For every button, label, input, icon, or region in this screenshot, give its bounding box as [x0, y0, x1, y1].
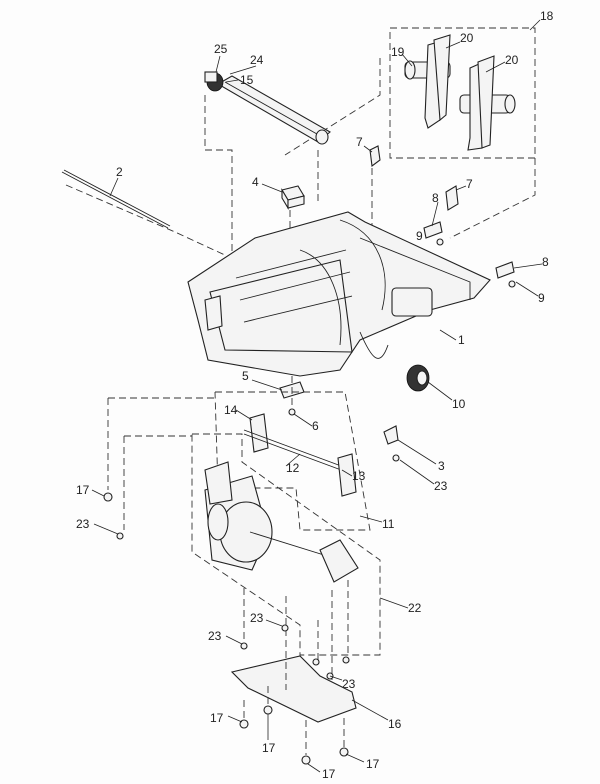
callout-6: 6 [312, 419, 319, 433]
screw-17-left [103, 492, 113, 502]
part-13-bracket [337, 453, 357, 497]
screw-23-c [342, 656, 350, 664]
callout-8-left: 8 [432, 191, 439, 205]
rail-rod [61, 169, 171, 229]
part-23-screw-near-3 [392, 454, 400, 462]
part-9-screw-left [436, 238, 444, 246]
screw-23-lower-left [240, 642, 248, 650]
callout-3: 3 [438, 459, 445, 473]
callout-7-right: 7 [466, 177, 473, 191]
media-holder-left [404, 34, 451, 129]
callout-14: 14 [224, 403, 238, 417]
part-7-clip-right [445, 185, 459, 211]
callout-17-right: 17 [366, 757, 380, 771]
motor-assembly-22-box [191, 433, 381, 656]
callout-13: 13 [352, 469, 366, 483]
part-8-spring-left [423, 221, 443, 239]
bottom-plate [230, 655, 357, 723]
screw-23-mid [281, 624, 289, 632]
callout-25: 25 [214, 42, 228, 56]
motor-assembly [204, 461, 359, 583]
callout-17-plate-mid: 17 [262, 741, 276, 755]
callout-23-plate: 23 [342, 677, 356, 691]
callout-17-bottom: 17 [322, 767, 336, 781]
main-frame [187, 211, 491, 377]
callout-17-left: 17 [76, 483, 90, 497]
callout-23-left: 23 [76, 517, 90, 531]
callout-15: 15 [240, 73, 254, 87]
callout-24: 24 [250, 53, 264, 67]
callout-5: 5 [242, 369, 249, 383]
callout-23-right: 23 [434, 479, 448, 493]
callout-4: 4 [252, 175, 259, 189]
screw-23-a [312, 658, 320, 666]
screw-17-plate-bottom [301, 755, 311, 765]
callout-23-lower: 23 [208, 629, 222, 643]
part-7-clip-left [369, 145, 381, 168]
callout-9-right: 9 [538, 291, 545, 305]
screw-17-plate-mid [263, 705, 273, 715]
callout-11: 11 [382, 517, 395, 531]
callout-22: 22 [408, 601, 422, 615]
callout-16: 16 [388, 717, 402, 731]
callout-9-left: 9 [416, 229, 423, 243]
callout-7-left: 7 [356, 135, 363, 149]
callout-18: 18 [540, 9, 554, 23]
media-holder-right [459, 55, 516, 151]
callout-2: 2 [116, 165, 123, 179]
platen-roller [204, 71, 331, 145]
callout-19: 19 [391, 45, 405, 59]
callout-12: 12 [286, 461, 300, 475]
callout-10: 10 [452, 397, 466, 411]
part-9-screw-right [508, 280, 516, 288]
part-8-spring-right [495, 261, 515, 279]
callout-17-plate-left: 17 [210, 711, 224, 725]
callout-20-left: 20 [460, 31, 474, 45]
callout-8-right: 8 [542, 255, 549, 269]
callout-20-right: 20 [505, 53, 519, 67]
part-4-block [281, 185, 305, 210]
callout-23-mid: 23 [250, 611, 264, 625]
part-3-clip [383, 425, 399, 445]
callout-1: 1 [458, 333, 465, 347]
screw-17-plate-right [339, 747, 349, 757]
part-12-shaft [243, 429, 353, 475]
knob-part-10 [406, 364, 430, 392]
screw-17-plate-left [239, 719, 249, 729]
part-14-bracket [249, 413, 269, 453]
part-6-screw [288, 408, 296, 416]
screw-23-left [116, 532, 124, 540]
